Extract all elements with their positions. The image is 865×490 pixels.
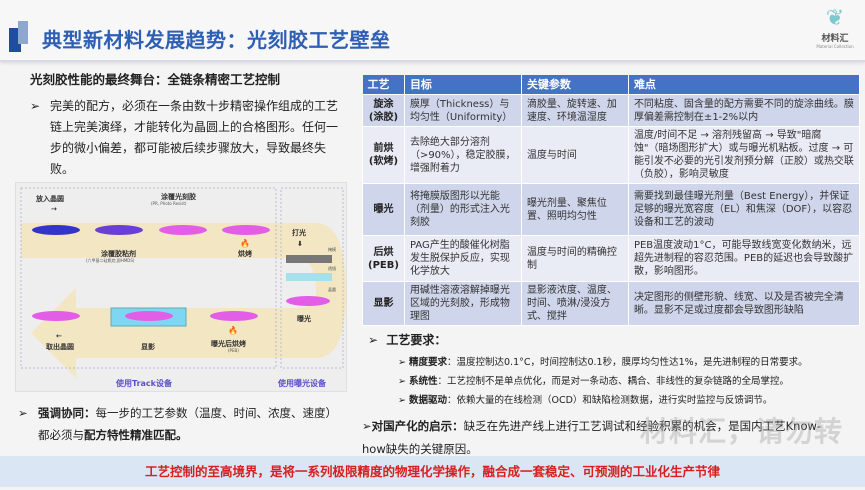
table-row: 曝光将掩膜版图形以光能（剂量）的形式注入光刻胶曝光剂量、聚焦位置、照明均匀性需要…	[362, 183, 861, 236]
tree-icon: ❦	[825, 6, 845, 31]
header: 典型新材料发展趋势：光刻胶工艺壁垒 ❦ 材料汇 Material Collect…	[0, 0, 865, 62]
table-row: 后烘 (PEB)PAG产生的酸催化树脂发生脱保护反应，实现化学放大温度与时间的精…	[362, 235, 861, 282]
cell-params: 温度与时间的精确控制	[520, 235, 629, 282]
logo-name: 材料汇	[821, 34, 849, 44]
page-title: 典型新材料发展趋势：光刻胶工艺壁垒	[42, 28, 391, 52]
cell-difficulty: 决定图形的侧壁形貌、线宽、以及是否被完全清晰。显影不足或过度都会导致图形缺陷	[627, 281, 861, 326]
table-row: 前烘 (软烤)去除绝大部分溶剂（>90%），稳定胶膜，增强附着力温度与时间温度/…	[362, 126, 861, 184]
requirement-item: ➢ 精度要求：温度控制达0.1°C，时间控制达0.1秒，膜厚均匀性达1%，是先进…	[398, 357, 808, 368]
label-lens: 透镜	[328, 265, 336, 271]
label-track: 使用Track设备	[115, 378, 173, 388]
label-wafer: 晶圆	[328, 286, 336, 292]
process-table: 工艺 目标 关键参数 难点 旋涂 (涂胶)膜厚（Thickness）与均匀性（U…	[362, 75, 861, 326]
bullet-perfect-recipe: ➢ 完美的配方，必须在一条由数十步精密操作组成的工艺链上完美演绎，才能转化为晶圆…	[30, 96, 346, 180]
cell-goal: 去除绝大部分溶剂（>90%），稳定胶膜，增强附着力	[403, 126, 522, 184]
bullet-synergy: ➢ 强调协同：每一步的工艺参数（温度、时间、浓度、速度）都必须与配方特性精准匹配…	[18, 402, 348, 446]
cell-params: 滴胶量、旋转速、加速度、环境温湿度	[520, 94, 629, 127]
process-diagram: 放入晶圆 → 涂覆光刻胶 (PR, Photo Resist) 🔥 涂覆胶粘剂 …	[15, 182, 347, 392]
cell-params: 显影液浓度、温度、时间、喷淋/浸没方式、搅拌	[520, 281, 629, 326]
title-accent-bar-light	[18, 21, 28, 44]
requirement-item: ➢ 系统性：工艺控制不是单点优化，而是对一条动态、耦合、非线性的复杂链路的全局掌…	[398, 376, 790, 387]
label-scanner: 使用曝光设备	[277, 378, 327, 388]
label-coat-pr-sub: (PR, Photo Resist)	[151, 201, 187, 206]
implication: ➢对国产化的启示：缺乏在先进产线上进行工艺调试和经验积累的机会，是国内工艺Kno…	[362, 419, 822, 456]
arrow-bullet-icon: ➢	[30, 99, 41, 113]
table-row: 旋涂 (涂胶)膜厚（Thickness）与均匀性（Uniformity）滴胶量、…	[362, 94, 861, 127]
col-header: 工艺	[362, 75, 405, 95]
cell-goal: 用碱性溶液溶解掉曝光区域的光刻胶，形成物理图	[403, 281, 522, 326]
svg-text:←: ←	[56, 332, 62, 340]
label-adhesion-sub: (六甲基二硅氮烷,即HMDS)	[86, 257, 135, 263]
label-adhesion: 涂覆胶粘剂	[101, 249, 136, 258]
label-expose: 曝光	[297, 314, 311, 323]
cell-difficulty: PEB温度波动1°C，可能导致线宽变化数纳米，远超先进制程的容忍范围。PEB的延…	[627, 235, 861, 282]
label-bake: 烘烤	[238, 249, 252, 258]
label-unload: 取出晶圆	[46, 342, 74, 351]
label-load: 放入晶圆	[35, 194, 64, 203]
col-header: 难点	[628, 75, 861, 95]
svg-text:🔥: 🔥	[228, 325, 238, 335]
cell-goal: 将掩膜版图形以光能（剂量）的形式注入光刻胶	[403, 183, 522, 236]
cell-step: 后烘 (PEB)	[362, 235, 405, 282]
table-header: 工艺 目标 关键参数 难点	[362, 75, 861, 95]
cell-difficulty: 需要找到最佳曝光剂量（Best Energy），并保证足够的曝光宽容度（EL）和…	[627, 183, 861, 236]
cell-goal: PAG产生的酸催化树脂发生脱保护反应，实现化学放大	[403, 235, 522, 282]
cell-difficulty: 不同粘度、固含量的配方需要不同的旋涂曲线。膜厚偏差需控制在±1-2%以内	[627, 94, 861, 127]
cell-difficulty: 温度/时间不足 → 溶剂残留高 → 导致"暗腐蚀"（暗场图形扩大）或与曝光机粘板…	[627, 126, 861, 184]
label-light: 打光	[292, 228, 306, 237]
cell-step: 旋涂 (涂胶)	[362, 94, 405, 127]
col-header: 关键参数	[521, 75, 629, 95]
label-coat-pr: 涂覆光刻胶	[161, 192, 196, 201]
col-header: 目标	[404, 75, 522, 95]
requirements-title: ➢ 工艺要求：	[368, 333, 447, 347]
label-peb: 曝光后烘烤	[211, 339, 246, 348]
section-subtitle: 光刻胶性能的最终舞台：全链条精密工艺控制	[30, 72, 281, 87]
label-mask: 掩模	[328, 246, 336, 252]
svg-text:→: →	[51, 205, 57, 213]
cell-params: 温度与时间	[520, 126, 629, 184]
logo: ❦ 材料汇 Material Collection	[810, 6, 860, 58]
svg-text:⬇: ⬇	[297, 240, 303, 248]
arrow-bullet-icon: ➢	[18, 406, 28, 420]
cell-goal: 膜厚（Thickness）与均匀性（Uniformity）	[403, 94, 522, 127]
cell-step: 曝光	[362, 183, 405, 236]
footer-banner: 工艺控制的至高境界，是将一系列极限精度的物理化学操作，融合成一套稳定、可预测的工…	[0, 456, 865, 487]
svg-text:🔥: 🔥	[240, 238, 250, 248]
label-peb-sub: (PEB)	[228, 348, 239, 353]
table-row: 显影用碱性溶液溶解掉曝光区域的光刻胶，形成物理图显影液浓度、温度、时间、喷淋/浸…	[362, 281, 861, 326]
label-develop: 显影	[141, 342, 155, 351]
cell-params: 曝光剂量、聚焦位置、照明均匀性	[520, 183, 629, 236]
cell-step: 前烘 (软烤)	[362, 126, 405, 184]
cell-step: 显影	[362, 281, 405, 326]
logo-en: Material Collection	[816, 44, 854, 49]
requirement-item: ➢ 数据驱动：依赖大量的在线检测（OCD）和缺陷检测数据，进行实时监控与反馈调节…	[398, 395, 773, 406]
